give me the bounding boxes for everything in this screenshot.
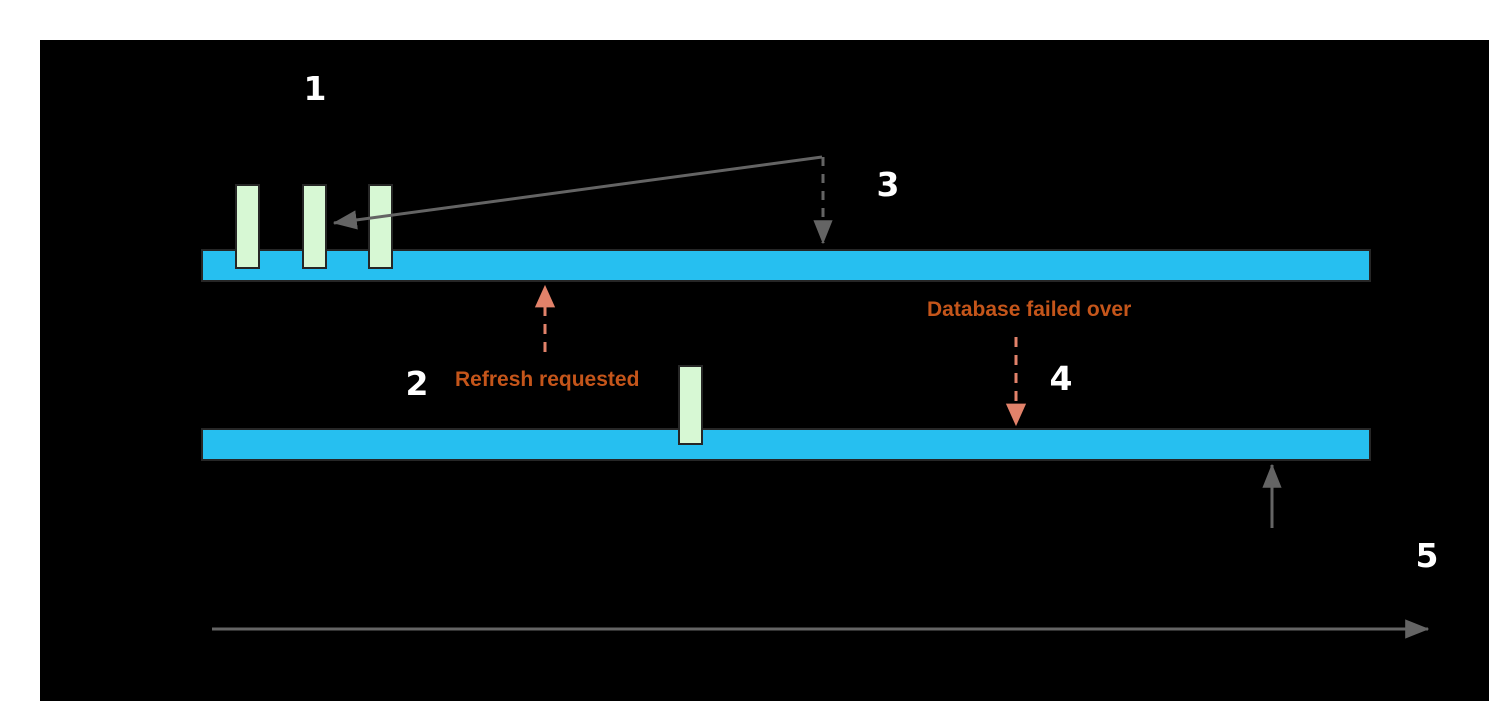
step-marker-1: 1 [304, 69, 327, 108]
timeline-bar-primary [201, 249, 1371, 282]
database-failed-over-label: Database failed over [927, 298, 1131, 321]
copy-back-arrow [332, 155, 823, 230]
event-bar-secondary [678, 365, 703, 445]
step-marker-4: 4 [1050, 359, 1073, 398]
step-marker-3: 3 [877, 165, 900, 204]
refresh-requested-label: Refresh requested [455, 368, 639, 391]
diagram-background-panel [40, 40, 1489, 701]
event-bar-1 [235, 184, 260, 269]
event-bar-3 [368, 184, 393, 269]
step-marker-5: 5 [1416, 536, 1439, 575]
step-marker-2: 2 [406, 364, 429, 403]
timeline-bar-secondary [201, 428, 1371, 461]
event-bar-2 [302, 184, 327, 269]
